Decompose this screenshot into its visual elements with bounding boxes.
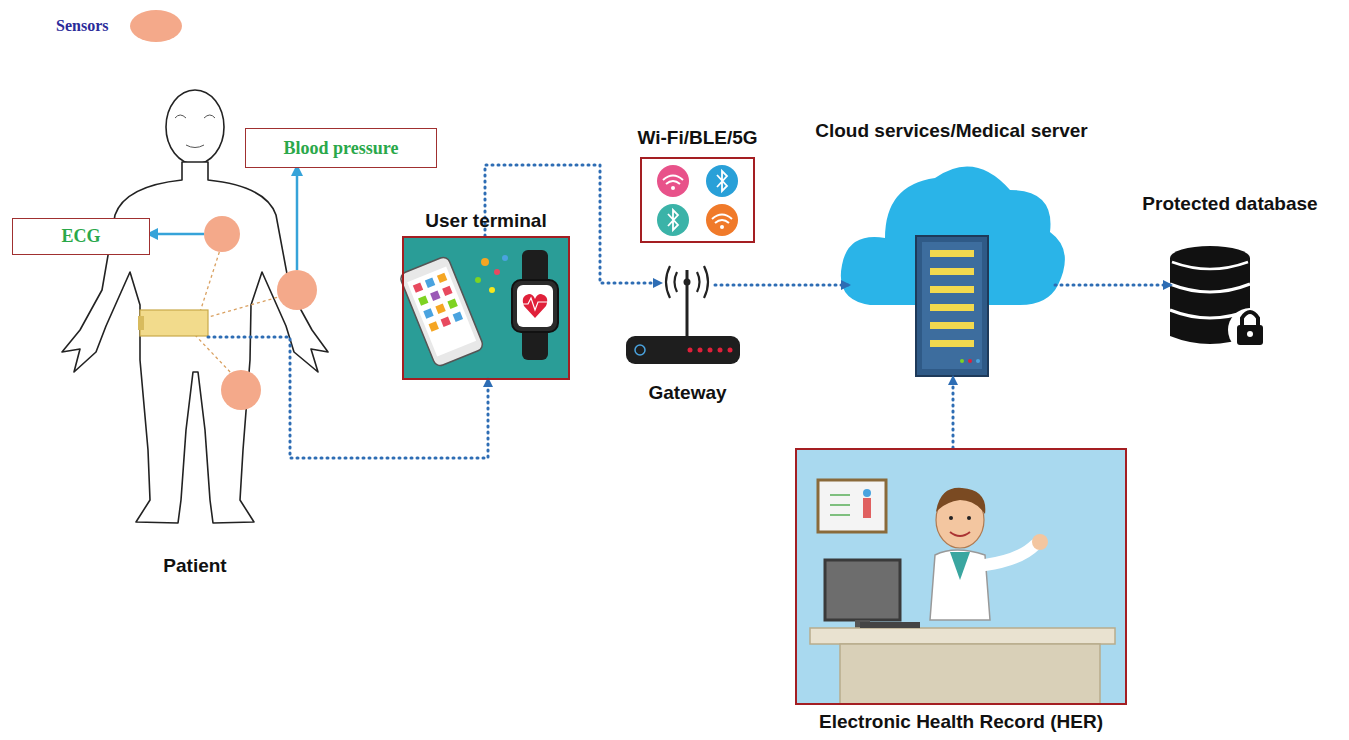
node-heading: Protected database bbox=[1142, 193, 1317, 215]
connector bbox=[952, 378, 955, 448]
router-icon bbox=[626, 266, 740, 364]
signal-box: ECG bbox=[12, 218, 150, 255]
database-icon bbox=[1170, 246, 1272, 352]
legend-label: Sensors bbox=[56, 17, 108, 35]
terminal-ground bbox=[402, 236, 570, 380]
connector bbox=[1055, 284, 1170, 287]
connector bbox=[150, 233, 204, 236]
ehr-box: Electronic Health Record (HER) bbox=[795, 448, 1127, 705]
app-dots bbox=[475, 255, 508, 293]
gateway-node: Gateway bbox=[660, 258, 715, 338]
cloud-node: Cloud services/Medical server bbox=[848, 150, 1055, 378]
node-heading: Wi-Fi/BLE/5G bbox=[637, 127, 757, 149]
node-heading: Cloud services/Medical server bbox=[815, 120, 1087, 142]
terminal-box: User terminal bbox=[402, 236, 570, 380]
database-node: Protected database bbox=[1170, 245, 1290, 340]
ehr-ground bbox=[795, 448, 1127, 705]
cloud-icon bbox=[841, 166, 1065, 376]
radio-ground bbox=[640, 157, 755, 243]
doctor-scene bbox=[810, 480, 1115, 704]
legend-swatch bbox=[130, 10, 182, 42]
signal-box: Blood pressure bbox=[245, 128, 437, 168]
hub-clip bbox=[138, 316, 144, 330]
signal-label: Blood pressure bbox=[284, 138, 399, 159]
node-heading: User terminal bbox=[425, 210, 546, 232]
radio-icons bbox=[657, 165, 738, 236]
phone-icon bbox=[399, 255, 485, 367]
legend-row: Sensors bbox=[56, 10, 182, 42]
watch-icon bbox=[512, 250, 558, 360]
sensor-hub bbox=[140, 310, 208, 336]
node-heading: Patient bbox=[163, 555, 226, 577]
connector bbox=[208, 337, 488, 458]
connector bbox=[296, 168, 299, 270]
connector bbox=[715, 284, 848, 287]
network-box: Wi-Fi/BLE/5G bbox=[640, 157, 755, 243]
node-heading: Electronic Health Record (HER) bbox=[819, 711, 1103, 733]
signal-label: ECG bbox=[61, 226, 100, 247]
legend: Sensors bbox=[56, 10, 182, 42]
node-heading: Gateway bbox=[648, 382, 726, 404]
sensor-dots bbox=[204, 216, 317, 410]
